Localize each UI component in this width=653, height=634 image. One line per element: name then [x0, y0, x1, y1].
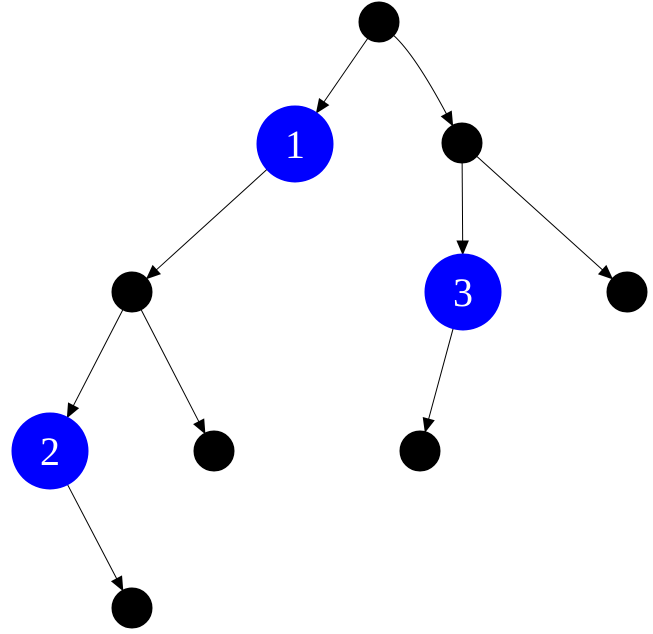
plain-node-circle	[358, 1, 400, 43]
edge-root-to-r1	[393, 35, 454, 127]
edge-line	[393, 35, 447, 115]
node-n1: 1	[256, 105, 334, 183]
edge-n1-to-l2	[145, 169, 268, 280]
edges-layer	[66, 35, 614, 592]
edge-line	[72, 309, 124, 406]
edge-n3-to-l4	[422, 328, 454, 433]
node-n2: 2	[11, 412, 89, 490]
arrowhead	[193, 418, 206, 435]
plain-node-circle	[606, 271, 648, 313]
arrowhead	[110, 575, 124, 592]
node-l4	[399, 430, 441, 472]
node-r1	[441, 122, 483, 164]
edge-r1-to-n3	[456, 162, 469, 256]
nodes-layer: 1 2 3	[11, 1, 648, 629]
labeled-node-circle	[11, 412, 89, 490]
arrowhead	[456, 240, 469, 256]
edge-line	[461, 162, 464, 242]
arrowhead	[422, 417, 435, 433]
arrowhead	[315, 98, 330, 114]
edge-line	[67, 484, 118, 579]
edge-line	[428, 328, 454, 420]
arrowhead	[440, 110, 454, 127]
edge-root-to-n1	[315, 38, 369, 114]
node-l2	[111, 271, 153, 313]
labeled-node-circle	[424, 253, 502, 331]
arrowhead	[66, 402, 80, 419]
node-label: 3	[453, 270, 473, 315]
plain-node-circle	[399, 430, 441, 472]
edge-l2-to-l3	[140, 309, 206, 435]
edge-l2-to-n2	[66, 309, 124, 419]
plain-node-circle	[193, 430, 235, 472]
labeled-node-circle	[256, 105, 334, 183]
node-n3: 3	[424, 253, 502, 331]
node-label: 1	[285, 122, 305, 167]
arrowhead	[597, 264, 614, 280]
edge-line	[140, 309, 200, 422]
node-r2	[606, 271, 648, 313]
plain-node-circle	[111, 587, 153, 629]
edge-line	[476, 156, 603, 271]
arrowhead	[145, 264, 162, 280]
plain-node-circle	[441, 122, 483, 164]
node-root	[358, 1, 400, 43]
edge-line	[323, 38, 369, 103]
node-label: 2	[40, 429, 60, 474]
edge-n2-to-l5	[67, 484, 124, 592]
node-l5	[111, 587, 153, 629]
edge-line	[156, 169, 268, 271]
plain-node-circle	[111, 271, 153, 313]
node-l3	[193, 430, 235, 472]
edge-r1-to-r2	[476, 156, 614, 280]
